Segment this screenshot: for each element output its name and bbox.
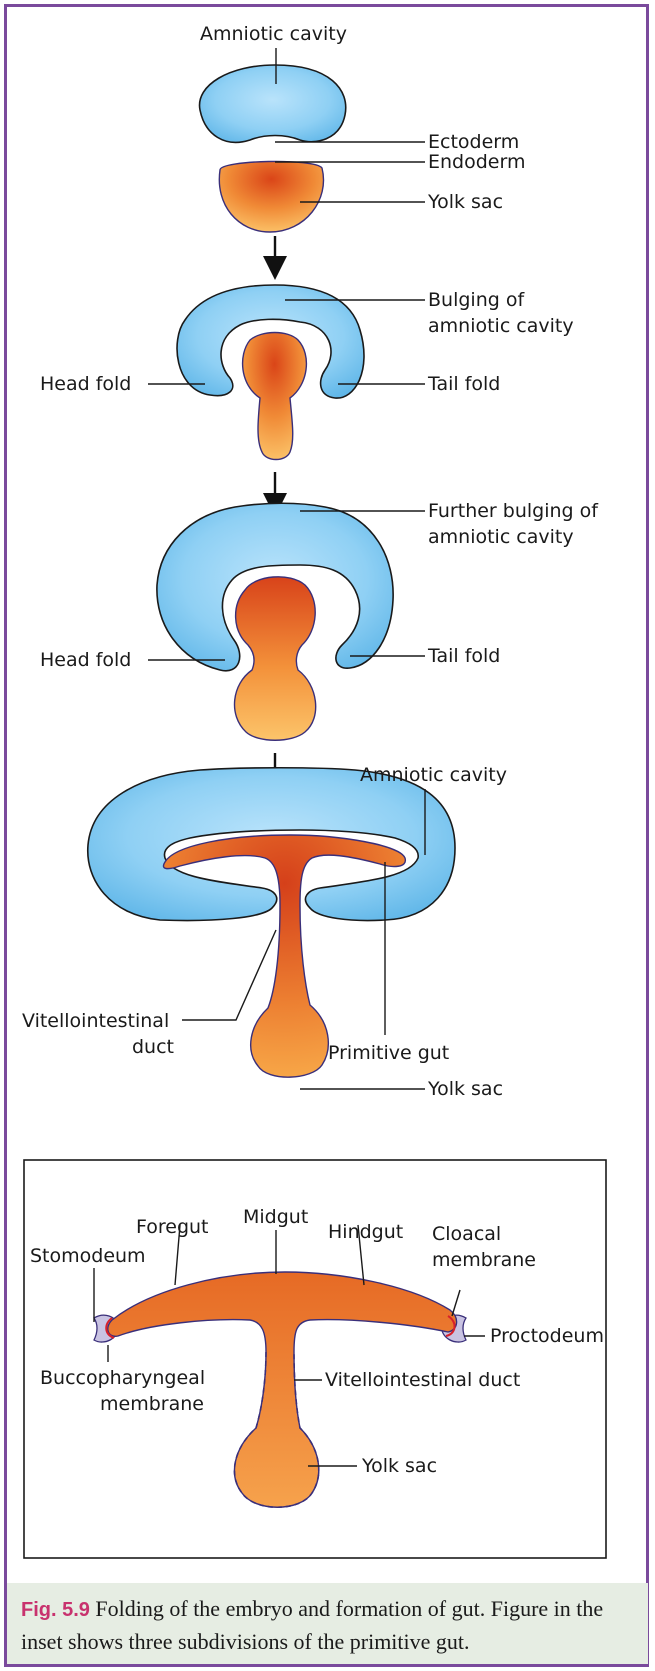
buccopharyngeal-label-line2: membrane <box>100 1393 204 1415</box>
stage3-tail-fold-label: Tail fold <box>427 645 500 667</box>
stage4-amniotic-cavity-label: Amniotic cavity <box>360 764 507 786</box>
stage4: Amniotic cavity Primitive gut Vitelloint… <box>22 764 507 1100</box>
stage3: Further bulging of amniotic cavity Head … <box>40 500 599 740</box>
buccopharyngeal-label-line1: Buccopharyngeal <box>40 1367 205 1389</box>
further-bulging-line1: Further bulging of <box>428 500 599 522</box>
cloacal-membrane-label-line1: Cloacal <box>432 1223 501 1245</box>
embryo-folding-diagram: Amniotic cavity Ectoderm Endoderm Yolk s… <box>0 0 655 1583</box>
proctodeum-label: Proctodeum <box>490 1325 604 1347</box>
ectoderm-label: Ectoderm <box>428 131 519 153</box>
stage1-yolk-sac-label: Yolk sac <box>427 191 503 213</box>
vitellointestinal-duct-label: Vitellointestinal duct <box>325 1369 520 1391</box>
further-bulging-line2: amniotic cavity <box>428 526 574 548</box>
stage1-yolk-sac-shape <box>219 161 323 232</box>
midgut-label: Midgut <box>243 1206 308 1228</box>
stage3-head-fold-label: Head fold <box>40 649 131 671</box>
bulging-label-line2: amniotic cavity <box>428 315 574 337</box>
primitive-gut-label: Primitive gut <box>328 1042 449 1064</box>
stage4-primitive-gut-shape <box>163 835 405 1077</box>
stage3-yolk-shape <box>235 577 316 740</box>
endoderm-label: Endoderm <box>428 151 525 173</box>
cloacal-membrane-label-line2: membrane <box>432 1249 536 1271</box>
caption-text: Folding of the embryo and formation of g… <box>21 1596 603 1654</box>
stage2-head-fold-label: Head fold <box>40 373 131 395</box>
stage2: Bulging of amniotic cavity Head fold Tai… <box>40 285 574 460</box>
inset-box <box>24 1160 606 1558</box>
foregut-label: Foregut <box>136 1216 209 1238</box>
vitellointestinal-label-line1: Vitellointestinal <box>22 1010 169 1032</box>
figure-number: Fig. 5.9 <box>21 1599 90 1621</box>
stomodeum-label: Stomodeum <box>30 1245 146 1267</box>
inset: Midgut Foregut Hindgut Cloacal membrane … <box>24 1160 606 1558</box>
stage1-amniotic-cavity-shape <box>200 65 346 142</box>
stage2-yolk-shape <box>243 333 307 460</box>
stage2-tail-fold-label: Tail fold <box>427 373 500 395</box>
figure-caption: Fig. 5.9 Folding of the embryo and forma… <box>7 1583 648 1664</box>
stage1: Amniotic cavity Ectoderm Endoderm Yolk s… <box>200 23 526 232</box>
vitellointestinal-label-line2: duct <box>132 1036 174 1058</box>
bulging-label-line1: Bulging of <box>428 289 525 311</box>
stage4-yolk-sac-label: Yolk sac <box>427 1078 503 1100</box>
stage1-amniotic-cavity-label: Amniotic cavity <box>200 23 347 45</box>
inset-yolk-sac-label: Yolk sac <box>361 1455 437 1477</box>
hindgut-label: Hindgut <box>328 1221 403 1243</box>
